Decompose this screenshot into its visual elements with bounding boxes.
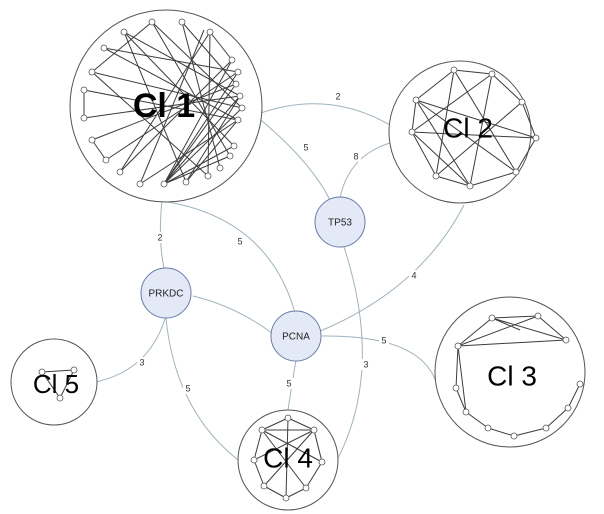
weight-cl1-tp53: 5 [303, 142, 308, 152]
hub-prkdc-circle[interactable] [140, 267, 192, 319]
weight-pcna-cl2: 4 [411, 270, 416, 280]
cluster-5-label: Cl 5 [33, 369, 79, 399]
weight-tp53-cl2: 8 [353, 151, 358, 161]
cluster-2-label: Cl 2 [443, 112, 493, 143]
hub-tp53[interactable]: TP53 [314, 196, 366, 248]
link-prkdc-pcna [192, 295, 273, 334]
weight-pcna-cl4: 5 [286, 378, 291, 388]
link-pcna-cl3 [321, 335, 437, 383]
cluster-5-subnetwork [38, 366, 78, 402]
link-cl1-pcna [167, 201, 297, 317]
clusters-layer [10, 9, 586, 511]
hub-pcna-circle[interactable] [270, 310, 322, 362]
weight-pcna-cl3: 5 [381, 335, 386, 345]
cluster-labels-layer: Cl 1 Cl 2 Cl 3 Cl 4 Cl 5 [33, 87, 537, 473]
hub-pcna-label: PCNA [282, 332, 310, 343]
link-prkdc-cl4 [165, 317, 239, 461]
weight-prkdc-cl4: 5 [185, 383, 190, 393]
hub-prkdc[interactable]: PRKDC [140, 267, 192, 319]
links-layer [95, 103, 465, 463]
weights-layer: 2 5 8 2 5 4 5 3 5 5 3 [137, 91, 419, 394]
cluster-1-label: Cl 1 [133, 87, 195, 125]
link-prkdc-cl5 [95, 315, 167, 383]
weight-cl1-prkdc: 2 [157, 232, 162, 242]
weight-tp53-cl4: 3 [363, 359, 368, 369]
cluster-3-label: Cl 3 [487, 360, 537, 391]
weight-cl1-cl2: 2 [335, 91, 340, 101]
link-cl1-tp53 [255, 115, 331, 201]
cluster-4-label: Cl 4 [263, 442, 313, 473]
link-tp53-cl4 [335, 243, 363, 463]
cluster-1-subnetwork [80, 18, 246, 188]
link-pcna-cl2 [317, 204, 465, 333]
hub-tp53-circle[interactable] [314, 196, 366, 248]
hubs-layer: TP53 PRKDC PCNA [140, 196, 366, 362]
cluster-2-subnetwork [408, 66, 540, 190]
weight-prkdc-cl5: 3 [139, 357, 144, 367]
cluster-3-subnetwork [452, 312, 584, 440]
hub-tp53-label: TP53 [328, 218, 352, 229]
hub-pcna[interactable]: PCNA [270, 310, 322, 362]
weight-cl1-pcna: 5 [237, 236, 242, 246]
cluster-5-circle[interactable] [10, 338, 98, 426]
link-cl1-cl2 [257, 103, 396, 129]
cluster-4-subnetwork [250, 414, 326, 502]
hub-prkdc-label: PRKDC [148, 289, 183, 300]
